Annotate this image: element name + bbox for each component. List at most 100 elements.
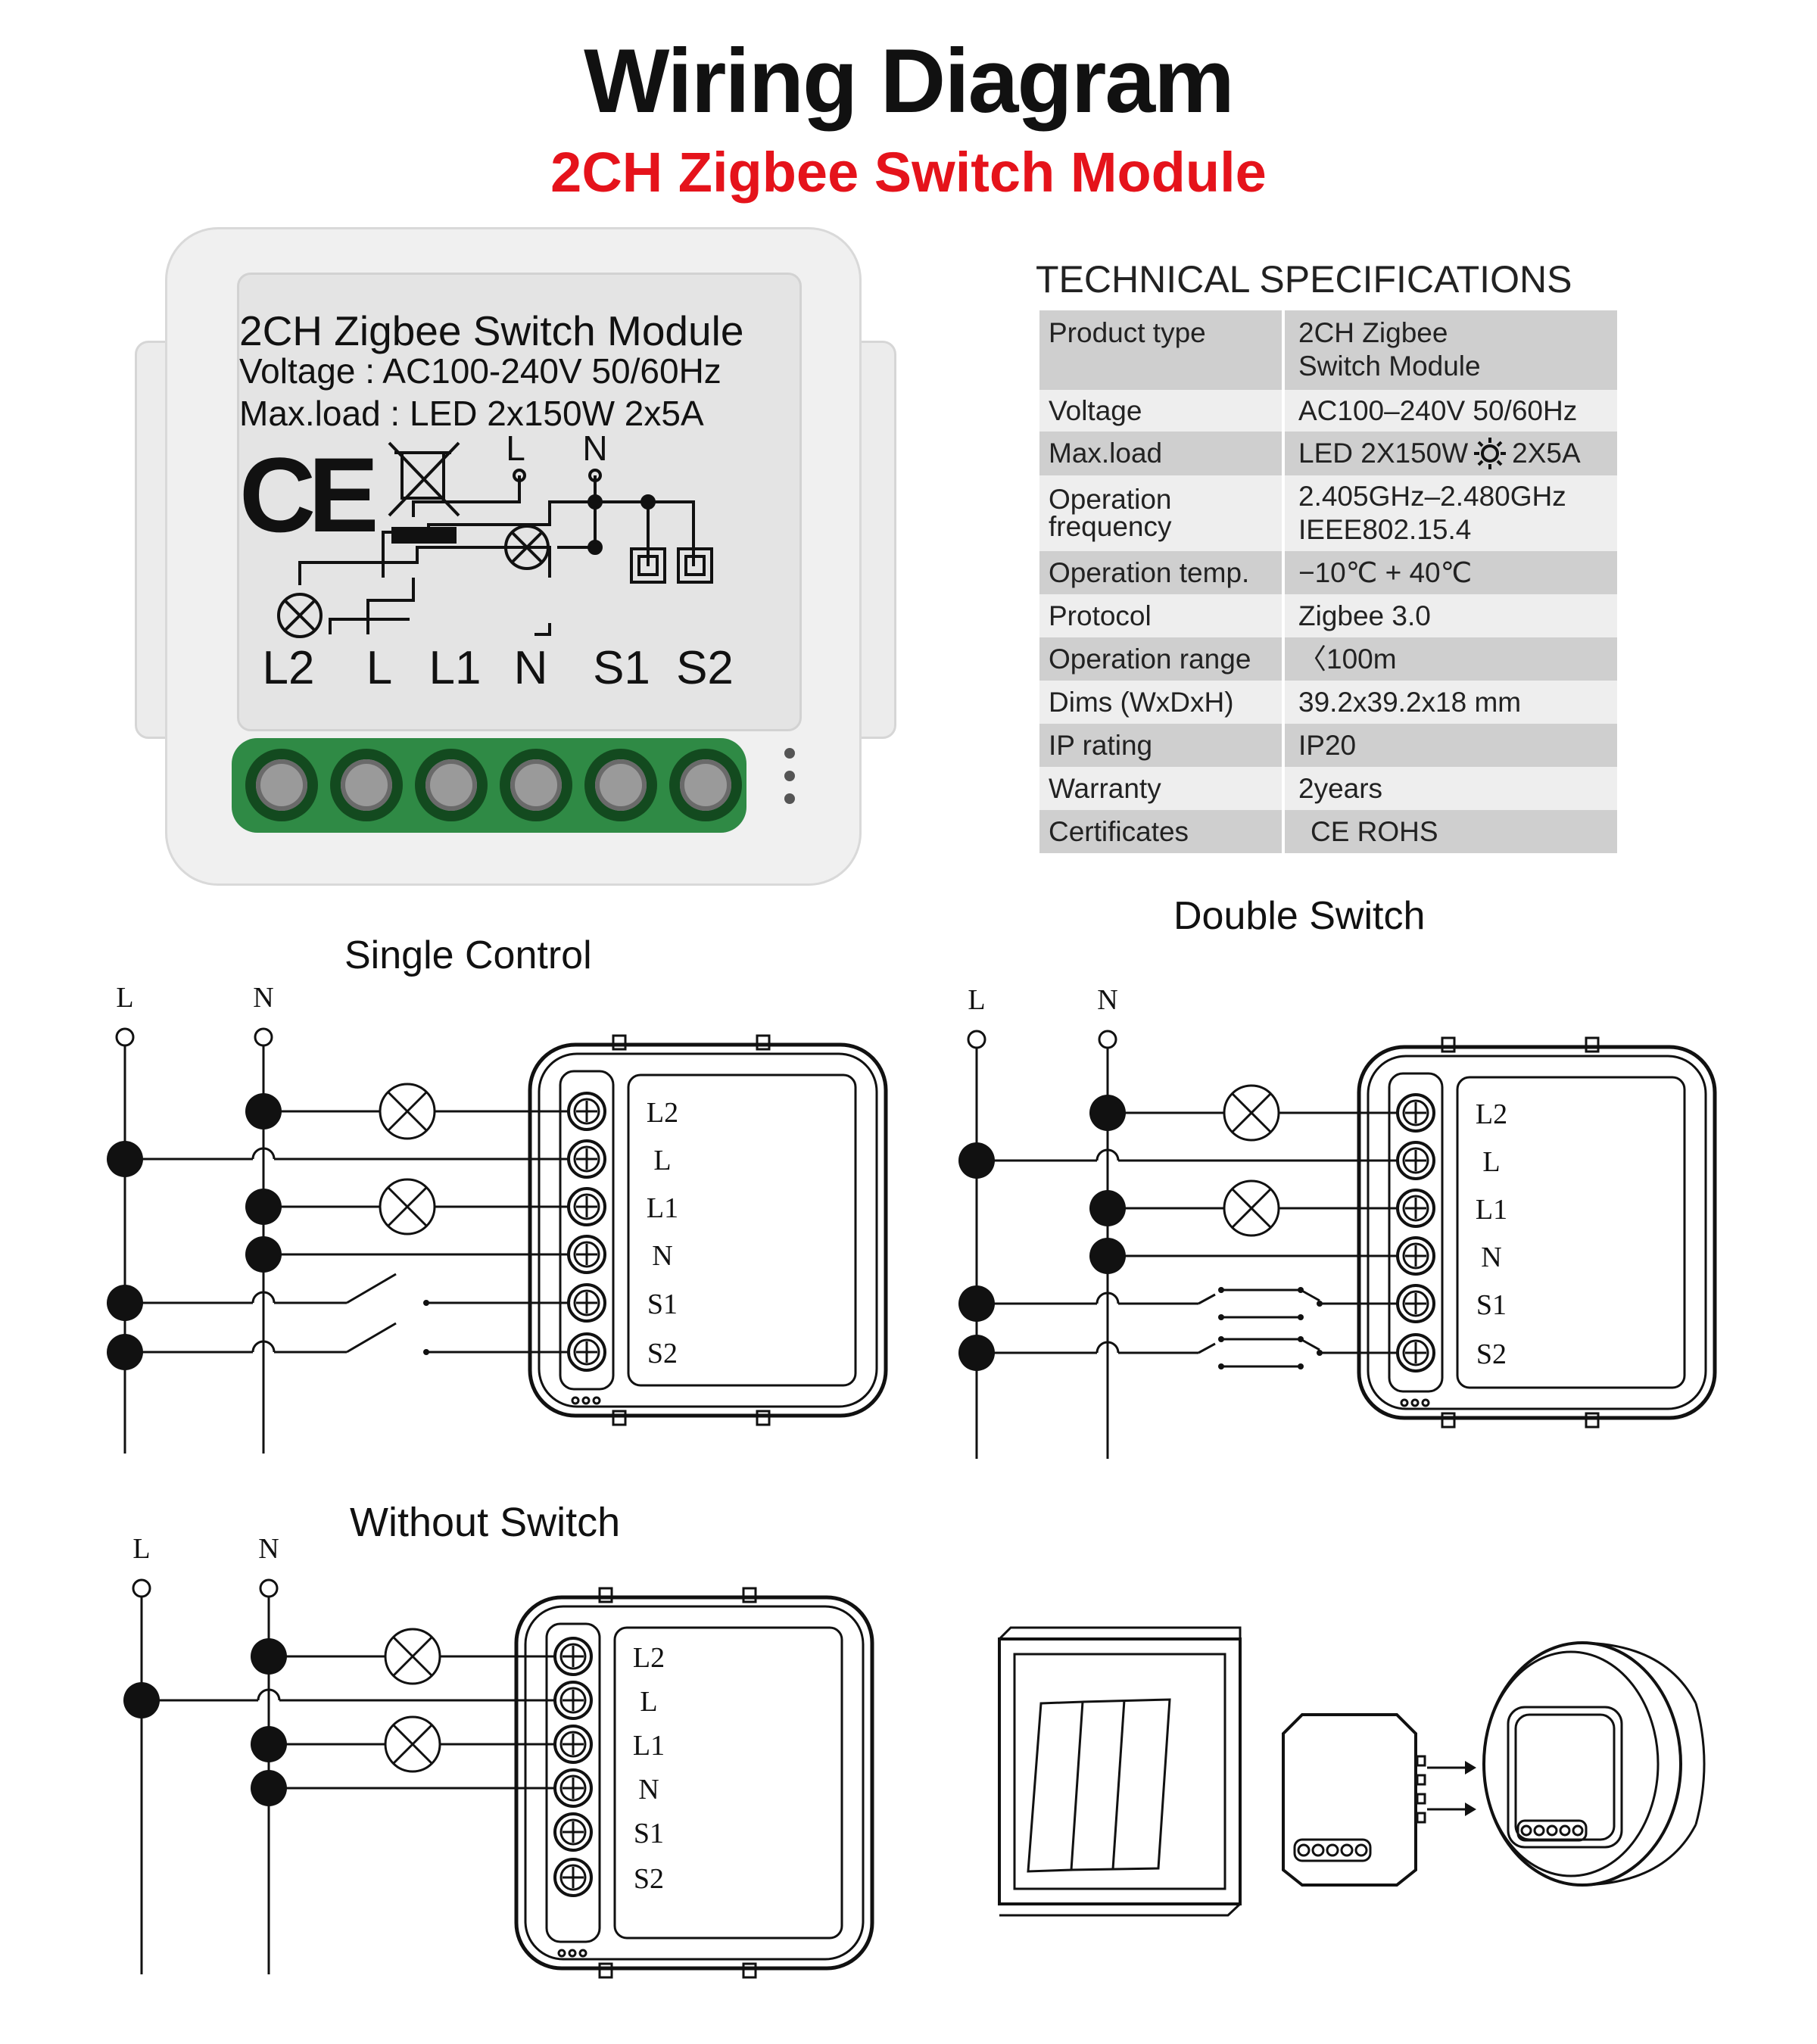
terminal-screw (553, 1681, 593, 1720)
terminal-l-icon (115, 1027, 135, 1047)
wall-box-illustration (1482, 1641, 1706, 1887)
terminal-screw (1396, 1236, 1435, 1276)
terminal-label-l2: L2 (1476, 1098, 1507, 1130)
terminal-label-l: L (640, 1686, 657, 1718)
terminal-screw (1396, 1189, 1435, 1228)
terminal-label-s2: S2 (634, 1863, 664, 1895)
terminal-screw (245, 749, 318, 821)
terminal-label-n: N (638, 1774, 659, 1806)
terminal-label-l1: L1 (647, 1192, 678, 1224)
terminal-label-l: L (366, 642, 392, 694)
spec-key: Protocol (1049, 600, 1152, 631)
spec-key: Operation temp. (1049, 556, 1250, 588)
label-terminal-l: L (506, 428, 525, 468)
line-label-n: N (253, 982, 273, 1014)
arrow-right-icon (1427, 1761, 1476, 1774)
terminal-screw (567, 1235, 606, 1274)
terminal-label-l: L (1482, 1146, 1500, 1178)
spec-value: CE ROHS (1282, 810, 1617, 853)
installation-illustration (998, 1626, 1706, 1917)
switch-icon (346, 1322, 429, 1355)
line-label-n: N (1097, 984, 1117, 1016)
spec-value: Zigbee 3.0 (1282, 594, 1617, 637)
two-way-switch-icon (1198, 1336, 1323, 1369)
line-label-l: L (116, 982, 133, 1014)
terminal-label-s2: S2 (647, 1338, 678, 1369)
spec-row: Operation temp. −10℃ + 40℃ (1039, 551, 1617, 594)
spec-row: Protocol Zigbee 3.0 (1039, 594, 1617, 637)
terminal-screw (567, 1092, 606, 1131)
terminal-screw (567, 1332, 606, 1372)
spec-value-led: LED 2X150W (1298, 438, 1469, 469)
terminal-label-n: N (652, 1240, 672, 1272)
terminal-label-l2: L2 (263, 642, 315, 694)
terminal-screw (1396, 1284, 1435, 1323)
led-dot (784, 771, 795, 781)
terminal-l-icon (967, 1030, 986, 1049)
spec-key: Warranty (1049, 772, 1161, 804)
product-label-panel: 2CH Zigbee Switch Module Voltage : AC100… (237, 273, 802, 731)
terminal-label-s2: S2 (1476, 1338, 1507, 1370)
terminal-screw (567, 1187, 606, 1226)
terminal-screw (500, 749, 572, 821)
lamp-icon (1223, 1179, 1280, 1237)
terminal-label-s1: S1 (1476, 1289, 1507, 1321)
spec-value: 2.405GHz–2.480GHz IEEE802.15.4 (1282, 475, 1617, 551)
terminal-label-s1: S1 (634, 1818, 664, 1849)
spec-row: Dims (WxDxH) 39.2x39.2x18 mm (1039, 681, 1617, 724)
spec-key: Max.load (1049, 438, 1163, 469)
arrow-right-icon (1427, 1803, 1476, 1816)
terminal-n-icon (1098, 1030, 1117, 1049)
double-switch-title: Double Switch (1173, 894, 1426, 938)
spec-row: Max.load LED 2X150W 2X5A (1039, 432, 1617, 475)
product-name: 2CH Zigbee Switch Module (239, 307, 744, 354)
terminal-screw (1396, 1093, 1435, 1133)
terminal-screw (1396, 1141, 1435, 1180)
page-title: Wiring Diagram (584, 30, 1235, 132)
terminal-screw (553, 1812, 593, 1852)
led-dot (784, 748, 795, 759)
spec-value: AC100–240V 50/60Hz (1282, 390, 1617, 432)
terminal-l-icon (132, 1578, 151, 1598)
lamp-icon (379, 1083, 436, 1140)
terminal-label-l2: L2 (633, 1642, 665, 1674)
spec-value: −10℃ + 40℃ (1282, 551, 1617, 594)
terminal-screw (415, 749, 488, 821)
led-dot (784, 793, 795, 804)
terminal-label-s2: S2 (676, 642, 734, 694)
spec-value-amps: 2X5A (1512, 438, 1581, 469)
sun-icon (1474, 438, 1507, 469)
terminal-label-s1: S1 (593, 642, 650, 694)
line-label-l: L (132, 1533, 150, 1565)
terminal-label-l1: L1 (1476, 1194, 1507, 1226)
terminal-screw (553, 1725, 593, 1764)
page-subtitle: 2CH Zigbee Switch Module (550, 141, 1267, 204)
terminal-screw (584, 749, 657, 821)
terminal-label-l2: L2 (647, 1097, 678, 1129)
ce-mark: CE (239, 435, 379, 554)
spec-value: IP20 (1282, 724, 1617, 767)
line-label-n: N (258, 1533, 279, 1565)
specifications-heading: TECHNICAL SPECIFICATIONS (1036, 258, 1572, 301)
module-illustration (1282, 1713, 1426, 1887)
terminal-label-l1: L1 (429, 642, 482, 694)
spec-key: Operation frequency (1049, 484, 1172, 542)
spec-row: Operation range 〈100m (1039, 637, 1617, 681)
product-voltage: Voltage : AC100-240V 50/60Hz (239, 351, 722, 391)
terminal-screw (553, 1637, 593, 1676)
spec-key: Voltage (1049, 394, 1142, 426)
spec-row: Voltage AC100–240V 50/60Hz (1039, 390, 1617, 432)
lamp-icon (379, 1178, 436, 1235)
terminal-screw (330, 749, 403, 821)
spec-key: Certificates (1049, 815, 1189, 847)
specifications-table: Product type 2CH Zigbee Switch Module Vo… (1039, 310, 1617, 853)
line-label-l: L (968, 984, 985, 1016)
spec-key: IP rating (1049, 729, 1153, 761)
terminal-screw (567, 1139, 606, 1179)
